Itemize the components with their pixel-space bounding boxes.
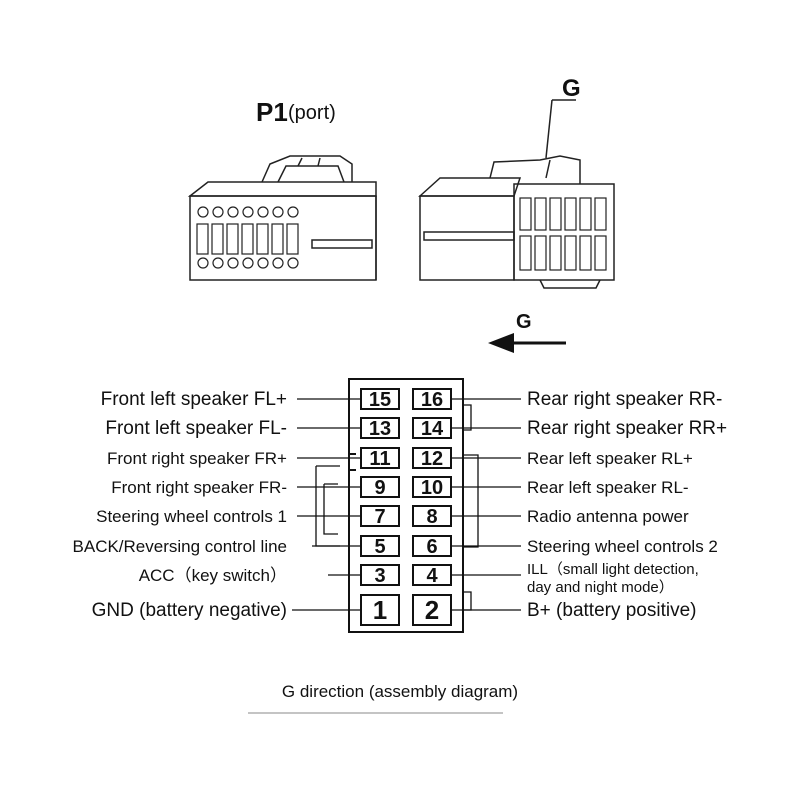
pin-label: Steering wheel controls 1 (96, 507, 287, 526)
pin-number: 12 (421, 448, 443, 470)
pin-label-line2: day and night mode） (527, 579, 674, 596)
connector-rear-view (418, 99, 615, 289)
pin-number: 7 (374, 506, 385, 528)
pin-number: 16 (421, 389, 443, 411)
pin-number: 6 (426, 536, 437, 558)
connector-front-view (187, 155, 377, 281)
pinout-housing (348, 378, 464, 633)
pin-label: BACK/Reversing control line (73, 537, 287, 556)
pin-number: 14 (421, 418, 444, 440)
pin-label: Rear left speaker RL- (527, 478, 689, 497)
port-label: (port) (288, 102, 336, 124)
g-marker-arrow: G (516, 311, 532, 333)
pin-number: 1 (373, 595, 387, 625)
pin-number: 3 (374, 565, 385, 587)
pin-label: Rear right speaker RR+ (527, 418, 727, 439)
pin-label: Steering wheel controls 2 (527, 537, 718, 556)
caption: G direction (assembly diagram) (282, 682, 518, 701)
pin-label: GND (battery negative) (92, 600, 287, 621)
pin-label: Radio antenna power (527, 507, 689, 526)
pin-label: Front left speaker FL+ (101, 389, 287, 410)
pin-number: 9 (374, 477, 385, 499)
pin-label: Rear left speaker RL+ (527, 449, 693, 468)
pin-label: Front left speaker FL- (105, 418, 287, 439)
pin-label: B+ (battery positive) (527, 600, 697, 621)
pin-number: 15 (369, 389, 391, 411)
pin-number: 13 (369, 418, 391, 440)
pin-label: Front right speaker FR+ (107, 449, 287, 468)
pin-label: Rear right speaker RR- (527, 389, 722, 410)
port-id: P1 (256, 97, 288, 127)
pin-number: 8 (426, 506, 437, 528)
g-marker-top: G (562, 75, 581, 102)
pin-label: Front right speaker FR- (111, 478, 287, 497)
pin-number: 11 (369, 448, 390, 470)
pin-label: ACC（key switch） (139, 566, 287, 585)
pin-number: 4 (426, 565, 438, 587)
g-direction-arrow (488, 333, 566, 353)
pin-number: 2 (425, 595, 439, 625)
pin-number: 10 (421, 477, 443, 499)
pin-number: 5 (374, 536, 385, 558)
wire-brackets (315, 404, 479, 611)
pin-label: ILL（small light detection, (527, 561, 699, 578)
